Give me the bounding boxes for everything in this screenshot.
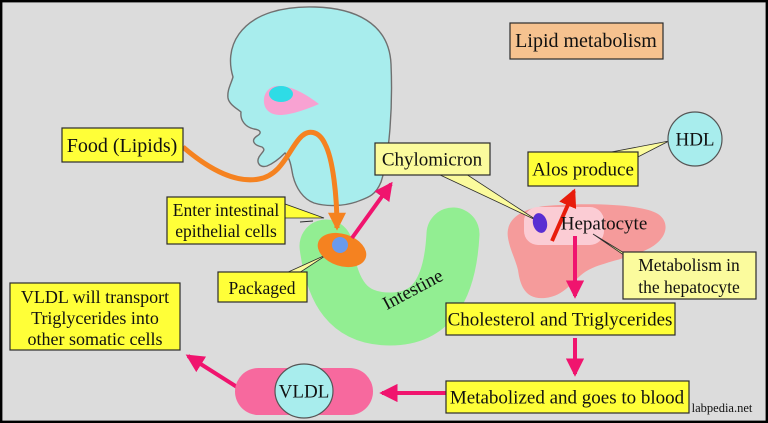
food-to-intestine-arrow <box>181 129 346 231</box>
metabolism-box: Metabolism in the hepatocyte <box>622 251 757 300</box>
enter-intestinal-callout-dash <box>299 220 314 223</box>
alos-produce-box: Alos produce <box>527 151 639 187</box>
food-lipids-label: Food (Lipids) <box>67 135 178 157</box>
watermark: labpedia.net <box>692 401 753 415</box>
metabolized-box: Metabolized and goes to blood <box>445 380 690 414</box>
hdl-node: HDL <box>667 111 723 167</box>
enter-intestinal-box: Enter intestinal epithelial cells <box>166 196 286 245</box>
vldl-transport-line1: VLDL will transport <box>21 287 169 307</box>
vldl-to-somatic-arrow <box>185 354 239 389</box>
vldl-node: VLDL <box>235 363 373 419</box>
vldl-label: VLDL <box>279 382 330 403</box>
enter-intestinal-label-line1: Enter intestinal <box>173 200 280 220</box>
title-box: Lipid metabolism <box>509 22 664 60</box>
blob-to-chylomicron-arrow <box>350 181 393 240</box>
hdl-label: HDL <box>675 130 714 151</box>
hepatocyte-label: Hepatocyte <box>561 214 648 235</box>
vldl-transport-box: VLDL will transport Triglycerides into o… <box>9 282 181 351</box>
packaged-label: Packaged <box>228 278 295 298</box>
food-lipids-box: Food (Lipids) <box>61 127 184 163</box>
packaged-chylomicron-core <box>332 237 348 253</box>
packaged-box: Packaged <box>217 271 308 303</box>
chylomicron-label: Chylomicron <box>382 150 483 171</box>
particle-to-alos-arrow <box>550 188 577 242</box>
vldl-transport-line2: Triglycerides into <box>31 308 159 328</box>
metabolism-label-line1: Metabolism in <box>638 255 740 275</box>
cholesterol-box: Cholesterol and Triglycerides <box>445 302 676 336</box>
alos-produce-label: Alos produce <box>532 160 634 181</box>
eye-pupil <box>269 86 293 102</box>
metabolism-label-line2: the hepatocyte <box>638 277 740 297</box>
intestine-shape <box>299 207 480 346</box>
chylomicron-particle <box>532 213 548 233</box>
vldl-transport-line3: other somatic cells <box>28 329 163 349</box>
chylomicron-box: Chylomicron <box>374 142 491 176</box>
metabolized-label: Metabolized and goes to blood <box>450 388 685 409</box>
cholesterol-label: Cholesterol and Triglycerides <box>448 310 673 331</box>
title-label: Lipid metabolism <box>515 30 657 52</box>
enter-intestinal-label-line2: epithelial cells <box>175 221 277 241</box>
